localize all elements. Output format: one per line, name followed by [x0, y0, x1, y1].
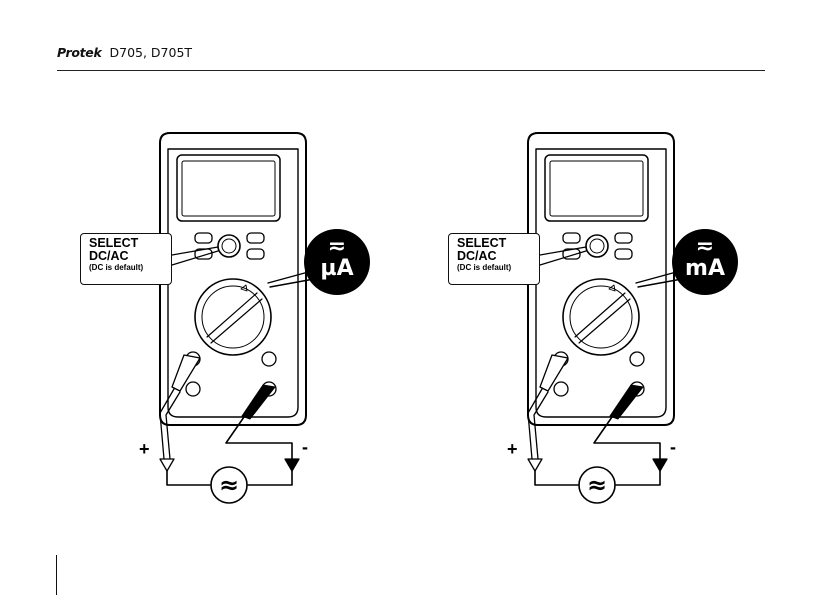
callout-dcac-text: DC/AC — [89, 250, 171, 263]
acdc-symbol: ≂ — [304, 237, 370, 257]
positive-terminal-label: + — [507, 439, 518, 460]
callout-default-text: (DC is default) — [457, 263, 539, 273]
positive-terminal-label: + — [139, 439, 150, 460]
acdc-symbol: ≂ — [672, 237, 738, 257]
negative-terminal-label: - — [670, 437, 676, 458]
page-header: Protek D705, D705T — [57, 45, 192, 60]
header-rule — [57, 70, 765, 71]
mode-badge-microamp: ≂ µA — [304, 229, 370, 295]
ac-source-symbol: ≈ — [219, 471, 239, 499]
unit-label: mA — [672, 257, 738, 281]
rotary-dial — [195, 279, 271, 355]
ac-source-symbol: ≈ — [587, 471, 607, 499]
unit-label: µA — [304, 257, 370, 281]
multimeter-diagram: ≈ — [76, 125, 376, 515]
select-button — [586, 235, 608, 257]
brand-logo: Protek — [57, 45, 102, 60]
model-number: D705, D705T — [109, 45, 192, 60]
rotary-dial — [563, 279, 639, 355]
select-callout: SELECT DC/AC (DC is default) — [80, 233, 172, 285]
select-button — [218, 235, 240, 257]
callout-dcac-text: DC/AC — [457, 250, 539, 263]
negative-terminal-label: - — [302, 437, 308, 458]
page-margin-mark — [56, 555, 57, 595]
callout-default-text: (DC is default) — [89, 263, 171, 273]
multimeter-diagram: ≈ — [444, 125, 744, 515]
select-callout: SELECT DC/AC (DC is default) — [448, 233, 540, 285]
mode-badge-milliamp: ≂ mA — [672, 229, 738, 295]
